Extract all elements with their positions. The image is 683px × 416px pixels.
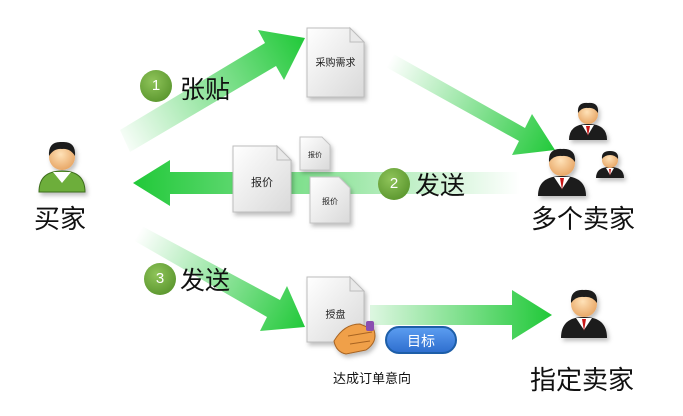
document-icon <box>299 136 331 171</box>
seller-person-icon <box>538 148 586 196</box>
handshake-icon <box>333 321 376 355</box>
quote-doc-main: 报价 <box>251 176 273 189</box>
document-icon <box>232 144 293 213</box>
quote-doc-mid: 报价 <box>322 197 338 206</box>
document-icon <box>309 176 351 224</box>
target-button[interactable]: 目标 <box>385 326 457 354</box>
document-icon <box>306 26 366 98</box>
target-seller-label: 指定卖家 <box>530 366 635 396</box>
seller-person-icon <box>569 102 607 140</box>
award-arrow <box>370 290 552 340</box>
buyer-person-icon <box>38 141 86 193</box>
to-sellers-arrow <box>384 52 555 155</box>
step-3-label: 发送 <box>180 266 231 295</box>
purchase-request-doc: 采购需求 <box>315 58 356 69</box>
deal-intent-caption: 达成订单意向 <box>333 372 412 387</box>
sellers-label: 多个卖家 <box>531 205 636 235</box>
post-arrow <box>120 30 305 152</box>
step-1-badge: 1 <box>140 70 172 102</box>
step-1-label: 张贴 <box>180 75 231 104</box>
award-doc: 授盘 <box>325 310 346 321</box>
step-2-badge: 2 <box>378 168 410 200</box>
quote-doc-small: 报价 <box>308 151 322 159</box>
step-2-label: 发送 <box>415 171 466 200</box>
seller-person-icon <box>561 289 607 338</box>
step-3-badge: 3 <box>144 263 176 295</box>
send-arrow <box>133 225 305 331</box>
buyer-label: 买家 <box>34 205 87 235</box>
seller-person-icon <box>596 151 624 178</box>
